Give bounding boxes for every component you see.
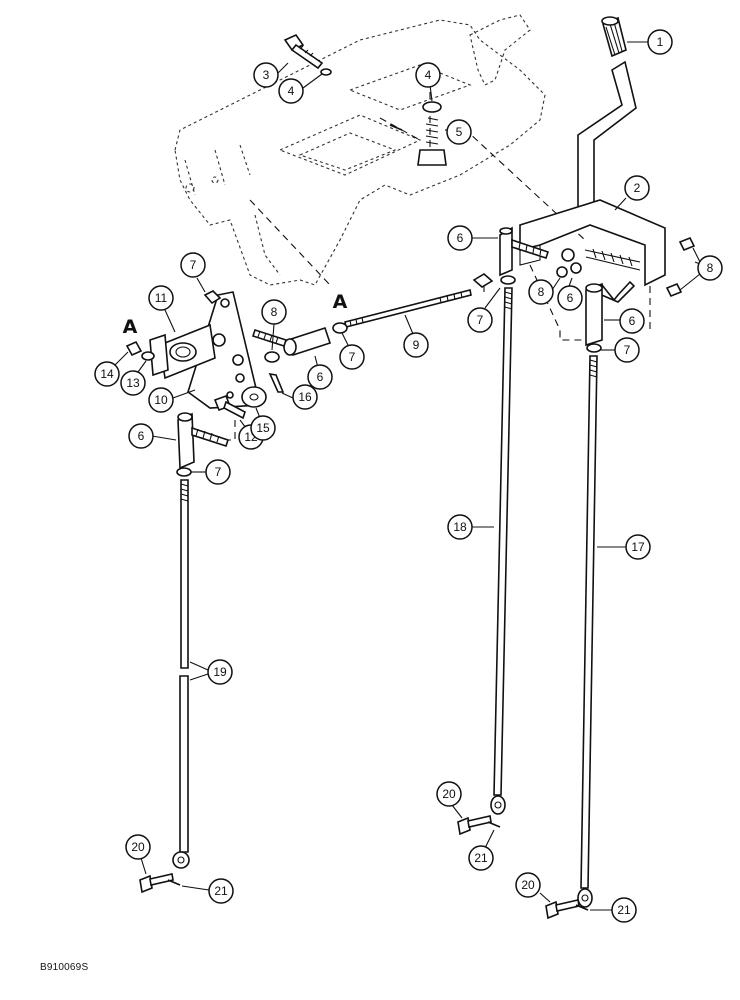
nut-8-right2-icon (665, 282, 683, 298)
reference-letter-a-upper: A (333, 291, 348, 313)
callout-10: 10 (154, 393, 168, 407)
pin-21-left-icon (167, 879, 181, 886)
bolt-20-left-icon (139, 873, 174, 894)
callout-1: 1 (657, 35, 664, 49)
nut-8-center-icon (264, 351, 280, 363)
callout-9: 9 (413, 338, 420, 352)
nut-8-lower-icon (556, 266, 568, 278)
callout-19: 19 (213, 665, 227, 679)
callout-4-left: 4 (288, 84, 295, 98)
callout-5: 5 (456, 125, 463, 139)
handle-knob-icon (601, 16, 627, 58)
callout-13: 13 (126, 376, 140, 390)
callout-17: 17 (631, 540, 645, 554)
nut-7-right-icon (586, 343, 602, 353)
callout-15: 15 (256, 421, 270, 435)
callout-20-left: 20 (131, 840, 145, 854)
washer-4-center-icon (422, 101, 442, 113)
callout-18: 18 (453, 520, 467, 534)
callout-6-bracket: 6 (457, 231, 464, 245)
bolt-6-right-icon (585, 280, 636, 347)
rod-18-icon (490, 287, 513, 815)
pin-16-icon (268, 372, 285, 393)
callout-8-right: 8 (707, 261, 714, 275)
nut-8-bracket-icon (472, 273, 494, 288)
washer-13-icon (141, 351, 155, 361)
bolt-12-icon (213, 394, 246, 420)
callout-7-left: 7 (215, 465, 222, 479)
callout-8-plate: 7 (190, 258, 197, 272)
pin-6-left-icon (177, 412, 230, 470)
callout-16: 16 (298, 390, 312, 404)
pin-21-right-icon (575, 904, 589, 911)
callout-14: 14 (100, 367, 114, 381)
callout-6-center: 6 (317, 370, 324, 384)
reference-letter-a-left: A (123, 316, 138, 338)
callout-20-center: 20 (442, 787, 456, 801)
callout-3: 3 (263, 68, 270, 82)
bolt-3-icon (283, 33, 324, 70)
callouts: 1 2 3 4 4 5 6 6 6 6 (94, 29, 723, 923)
callout-6-left: 6 (138, 429, 145, 443)
callout-7-upper: 7 (477, 313, 484, 327)
washer-15-icon (241, 386, 267, 408)
frame-outline (174, 14, 546, 286)
spring-5-icon (389, 117, 447, 166)
callout-2: 2 (634, 181, 641, 195)
callout-21-left: 21 (214, 884, 228, 898)
bolt-20-center-icon (457, 815, 492, 836)
nut-8-right-icon (678, 236, 696, 252)
callout-6-right: 6 (629, 314, 636, 328)
callout-4-center: 4 (425, 68, 432, 82)
nut-7-rod-icon (332, 322, 348, 334)
nut-7-upper-icon (500, 275, 516, 285)
pin-21-center-icon (487, 821, 501, 828)
housing-11-icon (149, 323, 216, 380)
callout-6-under: 6 (567, 291, 574, 305)
bolt-20-right-icon (545, 899, 580, 920)
washer-4-icon (320, 68, 332, 76)
nut-7-left-icon (176, 467, 192, 477)
nut-8-plate-icon (203, 290, 222, 305)
control-lever-icon (519, 60, 666, 287)
bolt-6-upper-icon (499, 226, 550, 277)
pin-6-center-icon (251, 326, 332, 357)
callout-7-rod: 7 (349, 350, 356, 364)
figure-code: B910069S (40, 962, 89, 973)
callout-21-right: 21 (617, 903, 631, 917)
callout-8-center: 8 (271, 305, 278, 319)
rod-19-icon (172, 479, 190, 869)
nut-14-icon (125, 340, 143, 357)
callout-11: 11 (155, 291, 168, 305)
callout-7-right: 7 (624, 343, 631, 357)
rod-17-icon (577, 355, 598, 908)
callout-8-bracket: 8 (538, 285, 545, 299)
callout-21-center: 21 (474, 851, 488, 865)
callout-20-right: 20 (521, 878, 535, 892)
